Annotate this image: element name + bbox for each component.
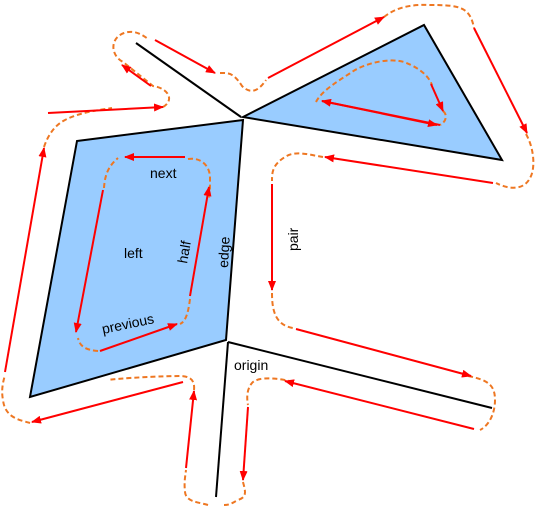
- arrow-lower-right: [295, 328, 472, 378]
- arrow-top-in: [154, 39, 216, 74]
- label-origin: origin: [234, 357, 268, 373]
- arrow-triangle-outer-bottom: [324, 154, 494, 184]
- edge-bottom: [215, 341, 229, 498]
- arrow-outer-top-left: [47, 103, 164, 114]
- arrow-triangle-inner-right: [430, 83, 444, 112]
- arrow-triangle-outer-right: [473, 27, 528, 134]
- arrow-to-triangle: [267, 16, 385, 79]
- left-face: [28, 118, 245, 399]
- arrow-outer-left: [4, 147, 47, 373]
- arrow-previous: [99, 323, 178, 352]
- edge-bottom-right: [227, 341, 493, 409]
- arrow-outer-bottom-left: [31, 381, 184, 424]
- arrow-half: [189, 186, 212, 297]
- arrow-left-inner: [73, 189, 104, 333]
- triangle-face: [239, 23, 504, 162]
- label-pair: pair: [285, 227, 301, 251]
- edge-top-left: [135, 42, 242, 118]
- label-next: next: [150, 165, 177, 181]
- arrow-triangle-inner-bottom: [321, 100, 438, 128]
- label-edge: edge: [215, 236, 233, 268]
- dashed-connectors: [1, 3, 535, 506]
- arrow-lower-left-return: [284, 379, 475, 430]
- label-half: half: [174, 239, 194, 264]
- arrow-bottom-down: [239, 406, 249, 481]
- arrow-top-out: [121, 64, 152, 87]
- arrow-bottom-up: [185, 390, 198, 469]
- half-edge-arrows: [4, 16, 528, 481]
- label-left: left: [124, 245, 143, 261]
